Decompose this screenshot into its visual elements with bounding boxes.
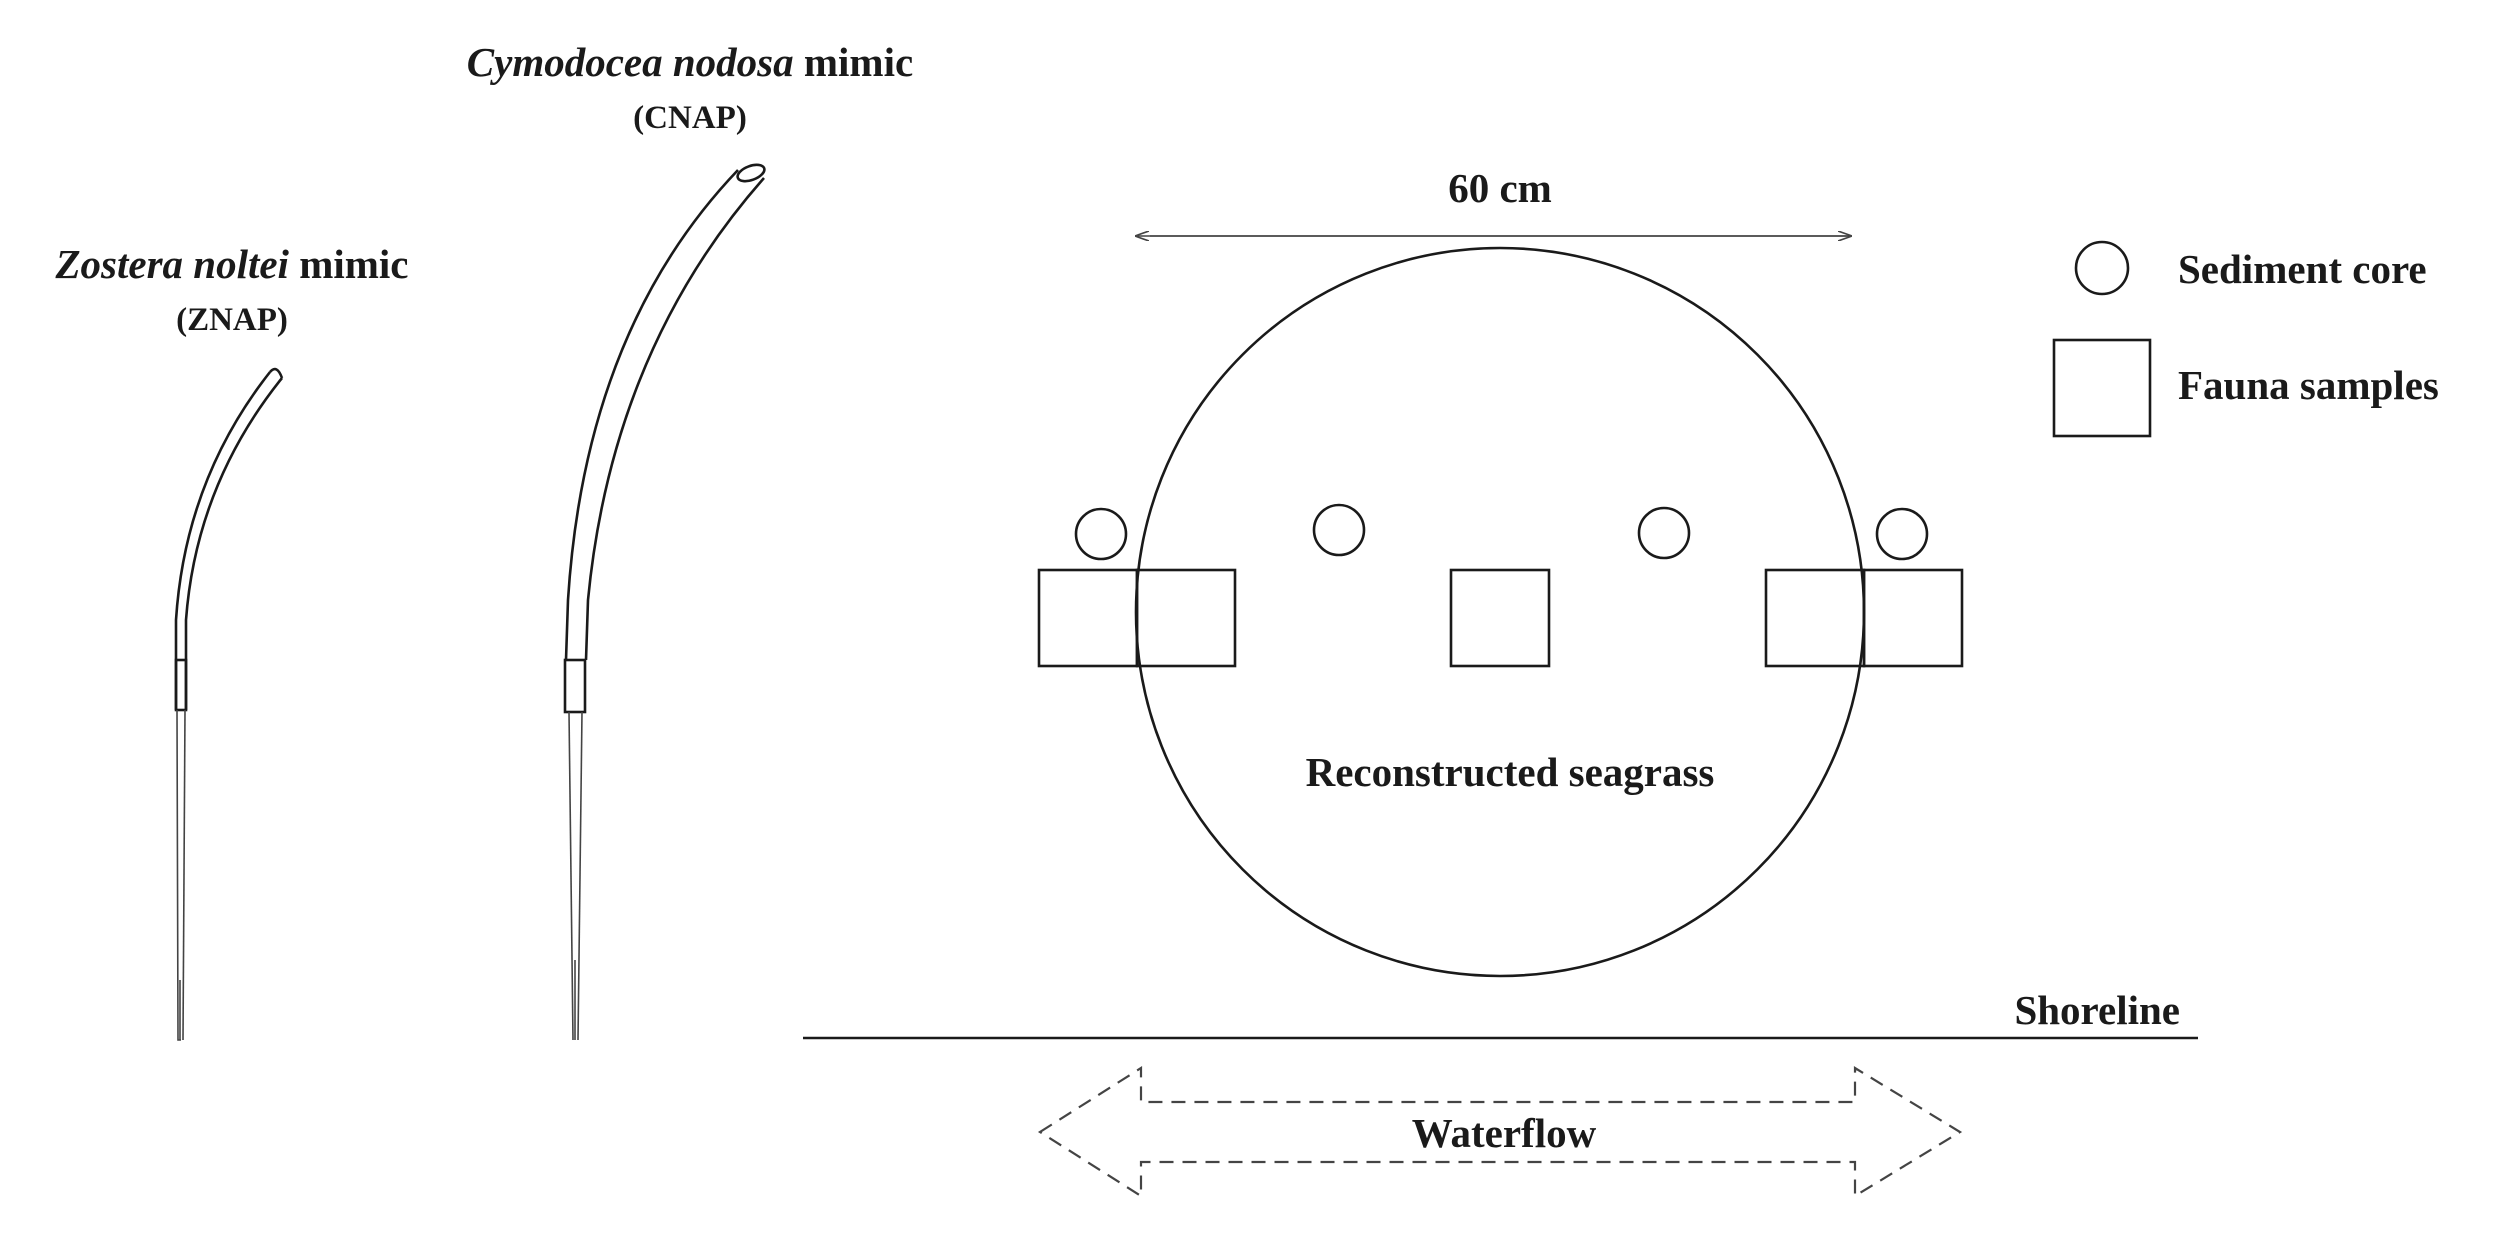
- sediment-core-outer-left: [1074, 507, 1128, 561]
- zostera-mimic-label: Zostera noltei mimic (ZNAP): [54, 241, 408, 338]
- sediment-core-inner-right: [1637, 506, 1691, 560]
- fauna-sample-edge-left: [1135, 568, 1237, 668]
- diameter-label: 60 cm: [1448, 165, 1552, 211]
- svg-text:Zostera noltei mimic: Zostera noltei mimic: [54, 241, 408, 287]
- zostera-mimic-word: mimic: [289, 241, 409, 287]
- waterflow-label: Waterflow: [1412, 1110, 1597, 1156]
- sediment-core-outer-right: [1875, 507, 1929, 561]
- cymodocea-mimic-word: mimic: [794, 39, 914, 85]
- double-arrow-outline: [1037, 1066, 1963, 1198]
- shoreline-label: Shoreline: [2014, 987, 2180, 1033]
- shoreline: Shoreline: [803, 987, 2198, 1040]
- legend-circle-icon: [2074, 240, 2130, 296]
- cymodocea-code: (CNAP): [633, 100, 747, 136]
- zostera-code: (ZNAP): [176, 302, 288, 338]
- cymodocea-mimic-label: Cymodocea nodosa mimic (CNAP): [467, 39, 913, 136]
- reconstructed-seagrass-plot: [1134, 246, 1866, 978]
- fauna-sample-center: [1449, 568, 1551, 668]
- zostera-name: Zostera noltei: [54, 241, 289, 287]
- legend-square-icon: [2052, 338, 2152, 438]
- diameter-indicator: 60 cm: [1137, 165, 1850, 236]
- svg-text:Cymodocea nodosa mimic: Cymodocea nodosa mimic: [467, 39, 913, 85]
- plot-center-label: Reconstructed seagrass: [1306, 749, 1715, 795]
- zostera-mimic-drawing: [174, 367, 284, 1041]
- fauna-sample-edge-right: [1764, 568, 1866, 668]
- cymodocea-name: Cymodocea nodosa: [467, 39, 794, 85]
- legend: Sediment core Fauna samples: [2052, 240, 2439, 438]
- fauna-sample-outer-left: [1037, 568, 1139, 668]
- fauna-sample-outer-right: [1862, 568, 1964, 668]
- fauna-samples: [1037, 568, 1964, 668]
- legend-fauna-samples-label: Fauna samples: [2178, 362, 2439, 408]
- cymodocea-mimic-drawing: [563, 163, 766, 1041]
- sediment-core-inner-left: [1312, 503, 1366, 557]
- waterflow-arrow: Waterflow: [1037, 1066, 1963, 1198]
- sediment-cores: [1074, 503, 1929, 561]
- legend-sediment-core-label: Sediment core: [2178, 246, 2427, 292]
